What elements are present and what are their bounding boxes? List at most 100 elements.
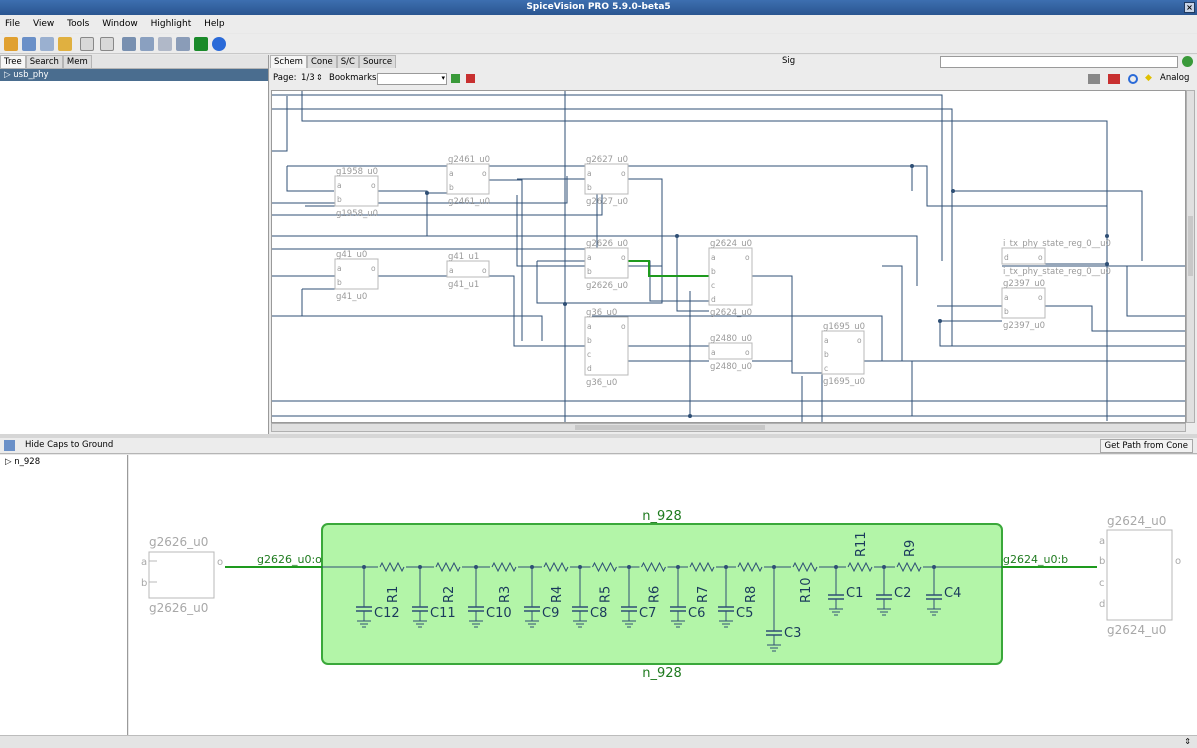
chip-icon[interactable] [194, 37, 208, 51]
get-path-button[interactable]: Get Path from Cone [1099, 439, 1193, 453]
menu-window[interactable]: Window [102, 19, 138, 29]
resistor-R6[interactable]: R6 [639, 561, 668, 603]
menu-highlight[interactable]: Highlight [150, 19, 192, 29]
capacitor-C6[interactable]: C6 [670, 565, 705, 628]
capacitor-C1[interactable]: C1 [828, 565, 863, 616]
right-gate-pin-b: b [1099, 556, 1105, 567]
scroll-thumb[interactable] [1188, 216, 1193, 276]
wire [272, 191, 603, 216]
wire [301, 91, 1108, 421]
panel-splitter[interactable] [0, 434, 1197, 438]
gate-pin-label: a [449, 266, 454, 275]
resistor-R3[interactable]: R3 [490, 561, 518, 603]
monitor-icon[interactable] [1088, 74, 1100, 84]
gate-name-label: g41_u1 [448, 252, 479, 262]
resistor-R7[interactable]: R7 [688, 561, 716, 603]
analog-label[interactable]: Analog [1160, 73, 1190, 83]
rc-icon[interactable] [100, 37, 114, 51]
resistor-R10[interactable]: R10 [791, 561, 819, 603]
tab-search[interactable]: Search [25, 55, 63, 68]
print-icon[interactable] [122, 37, 136, 51]
open-icon[interactable] [4, 37, 18, 51]
percent-icon[interactable] [80, 37, 94, 51]
resistor-R8[interactable]: R8 [736, 561, 764, 603]
wire [939, 321, 1185, 347]
document-icon[interactable] [158, 37, 172, 51]
close-window-icon[interactable]: × [1184, 2, 1195, 13]
capacitor-C7[interactable]: C7 [621, 565, 656, 628]
resize-grip-icon[interactable]: ⇕ [1184, 737, 1191, 746]
vertical-scrollbar[interactable] [1186, 90, 1195, 423]
resistor-R4[interactable]: R4 [542, 561, 570, 603]
bookmarks-select[interactable]: ▾ [377, 73, 447, 85]
help-icon[interactable] [212, 37, 226, 51]
page-value[interactable]: 1/3 [301, 73, 315, 83]
capacitor-C9[interactable]: C9 [524, 565, 559, 628]
folder-icon[interactable] [58, 37, 72, 51]
gate-name-label: g1695_u0 [823, 322, 865, 332]
capacitor-C12[interactable]: C12 [356, 565, 400, 628]
gate-name-label: g41_u0 [336, 250, 367, 260]
scroll-thumb[interactable] [575, 425, 765, 430]
menu-view[interactable]: View [32, 19, 55, 29]
signal-input[interactable] [940, 56, 1178, 68]
info-icon[interactable] [1182, 56, 1193, 67]
expand-arrow-icon[interactable]: ▷ [5, 457, 15, 467]
resistor-R1[interactable]: R1 [378, 561, 406, 603]
resistor-R5[interactable]: R5 [590, 561, 619, 603]
tab-source[interactable]: Source [358, 55, 397, 68]
tab-tree[interactable]: Tree [0, 55, 26, 68]
expand-arrow-icon[interactable]: ▷ [4, 70, 14, 80]
menu-file[interactable]: File [5, 19, 21, 29]
horizontal-scrollbar[interactable] [271, 423, 1186, 432]
node-dot [530, 565, 534, 569]
junction-dot [910, 164, 914, 168]
hide-caps-button[interactable]: Hide Caps to Ground [25, 440, 114, 450]
tree-item-usb-phy[interactable]: ▷ usb_phy [0, 69, 268, 81]
node-dot [362, 565, 366, 569]
tab-schem[interactable]: Schem [270, 55, 307, 68]
menu-tools[interactable]: Tools [67, 19, 90, 29]
add-bookmark-icon[interactable] [451, 74, 460, 83]
resistor-R2[interactable]: R2 [434, 561, 462, 603]
tab-cone[interactable]: Cone [306, 55, 337, 68]
save-icon[interactable] [22, 37, 36, 51]
capacitor-C2[interactable]: C2 [876, 565, 911, 616]
zoom-icon[interactable] [1128, 74, 1138, 84]
capacitor-C4[interactable]: C4 [926, 565, 961, 616]
capacitor-C8[interactable]: C8 [572, 565, 607, 628]
remove-bookmark-icon[interactable] [466, 74, 475, 83]
tab-mem[interactable]: Mem [62, 55, 92, 68]
wire [489, 179, 523, 341]
capacitor-C3[interactable]: C3 [766, 565, 801, 652]
resistor-R9[interactable]: R9 [895, 540, 923, 573]
copy-icon[interactable] [40, 37, 54, 51]
rc-net-view[interactable]: n_928 n_928 g2626_u0 a b o g2626_u0 g262… [129, 455, 1197, 735]
page-spin-icon[interactable]: ⇕ [316, 73, 323, 82]
left-gate: g2626_u0 a b o g2626_u0 [141, 535, 223, 615]
menu-help[interactable]: Help [204, 19, 225, 29]
capacitor-C11[interactable]: C11 [412, 565, 456, 628]
wrench-icon[interactable] [176, 37, 190, 51]
disconnect-icon[interactable] [1108, 74, 1120, 84]
rc-view-icon[interactable] [4, 440, 15, 451]
resistor-R11[interactable]: R11 [846, 531, 874, 573]
tab-sc[interactable]: S/C [336, 55, 359, 68]
grid-icon[interactable] [140, 37, 154, 51]
tree-item-net[interactable]: ▷ n_928 [0, 455, 127, 469]
capacitor-C5[interactable]: C5 [718, 565, 753, 628]
capacitor-C10[interactable]: C10 [468, 565, 512, 628]
